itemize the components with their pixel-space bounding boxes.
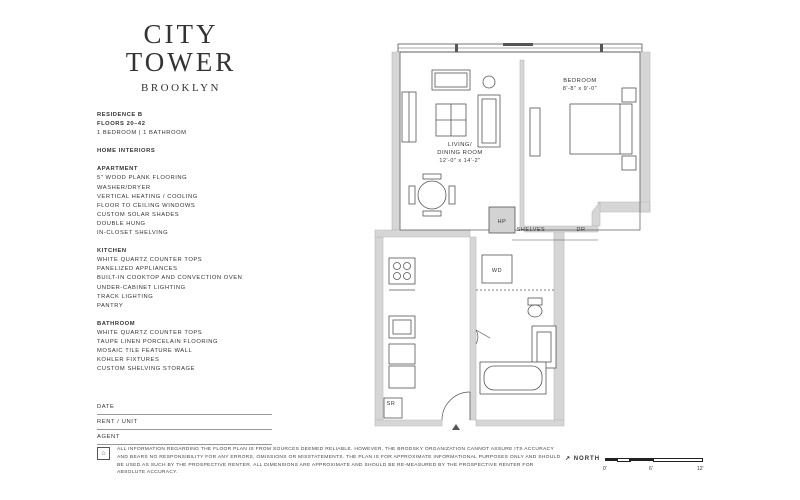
brand-line-1: CITY (143, 19, 219, 49)
bedroom-label: BEDROOM (563, 78, 596, 84)
rent-unit-field[interactable]: RENT / UNIT (97, 419, 272, 430)
residence-floors: FLOORS 20–42 (97, 121, 146, 128)
kitchen-item: PANELIZED APPLIANCES (97, 266, 178, 273)
apartment-item: CUSTOM SOLAR SHADES (97, 211, 180, 218)
bathroom-item: MOSAIC TILE FEATURE WALL (97, 348, 193, 355)
specs-panel: RESIDENCE B FLOORS 20–42 1 BEDROOM | 1 B… (97, 111, 287, 374)
apartment-item: FLOOR TO CEILING WINDOWS (97, 202, 196, 209)
date-label: DATE (97, 404, 115, 410)
apartment-item: IN-CLOSET SHELVING (97, 230, 169, 237)
shelves-label: SHELVES (517, 227, 545, 233)
kitchen-item: BUILT-IN COOKTOP AND CONVECTION OVEN (97, 275, 243, 282)
bathroom-title: BATHROOM (97, 320, 136, 327)
kitchen-title: KITCHEN (97, 248, 127, 255)
home-interiors-title: HOME INTERIORS (97, 148, 156, 155)
sr-label: SR (387, 401, 396, 407)
window-wall (397, 43, 643, 53)
apartment-item: DOUBLE HUNG (97, 220, 146, 227)
apartment-item: VERTICAL HEATING / COOLING (97, 193, 198, 200)
apartment-item: WASHER/DRYER (97, 184, 151, 191)
kitchen-item: PANTRY (97, 302, 124, 309)
agent-label: AGENT (97, 434, 120, 440)
living-label-1: LIVING/ (448, 142, 472, 148)
kitchen-item: UNDER-CABINET LIGHTING (97, 284, 186, 291)
date-field[interactable]: DATE (97, 404, 272, 415)
agent-field[interactable]: AGENT (97, 434, 272, 445)
scale-label-0: 0' (603, 466, 607, 472)
brand-line-3: BROOKLYN (140, 82, 221, 94)
equal-housing-opportunity-icon: ⌂ (97, 447, 110, 460)
bathroom-fixtures (476, 289, 557, 395)
scale-bar: 0' 6' 12' (603, 458, 705, 472)
hp-label: HP (498, 219, 507, 225)
living-furniture (401, 69, 501, 217)
wd-label: WD (492, 268, 502, 274)
residence-name: RESIDENCE B (97, 112, 143, 118)
scale-label-6: 6' (649, 466, 653, 472)
bathroom-item: CUSTOM SHELVING STORAGE (97, 366, 196, 373)
walls (374, 51, 651, 427)
disclaimer-text: All information regarding the floor plan… (117, 447, 561, 476)
bathroom-item: TAUPE LINEN PORCELAIN FLOORING (97, 338, 219, 345)
residence-layout: 1 BEDROOM | 1 BATHROOM (97, 130, 187, 137)
bathroom-item: WHITE QUARTZ COUNTER TOPS (97, 329, 203, 336)
kitchen-item: WHITE QUARTZ COUNTER TOPS (97, 257, 203, 264)
brand-line-2: TOWER (125, 47, 237, 77)
apartment-item: 5" WOOD PLANK FLOORING (97, 175, 188, 182)
apartment-title: APARTMENT (97, 166, 138, 173)
dr-label: DR (577, 227, 586, 233)
doors (441, 329, 491, 421)
north-arrow-icon: ↗ NORTH (565, 456, 601, 462)
plan-outline (399, 51, 641, 231)
brand-logo: CITY TOWER BROOKLYN (96, 20, 266, 94)
living-label-2: DINING ROOM (437, 150, 482, 156)
rent-unit-label: RENT / UNIT (97, 419, 138, 425)
utility-closets (481, 206, 598, 284)
scale-label-12: 12' (697, 466, 704, 472)
bedroom-dims: 8'-8" x 9'-0" (563, 86, 597, 92)
entry-arrow-icon (452, 424, 460, 430)
kitchen-item: TRACK LIGHTING (97, 293, 154, 300)
bedroom-furniture (529, 87, 637, 171)
kitchen-counter (383, 257, 416, 419)
bathroom-item: KOHLER FIXTURES (97, 357, 160, 364)
living-dims: 12'-0" x 14'-2" (439, 158, 480, 164)
